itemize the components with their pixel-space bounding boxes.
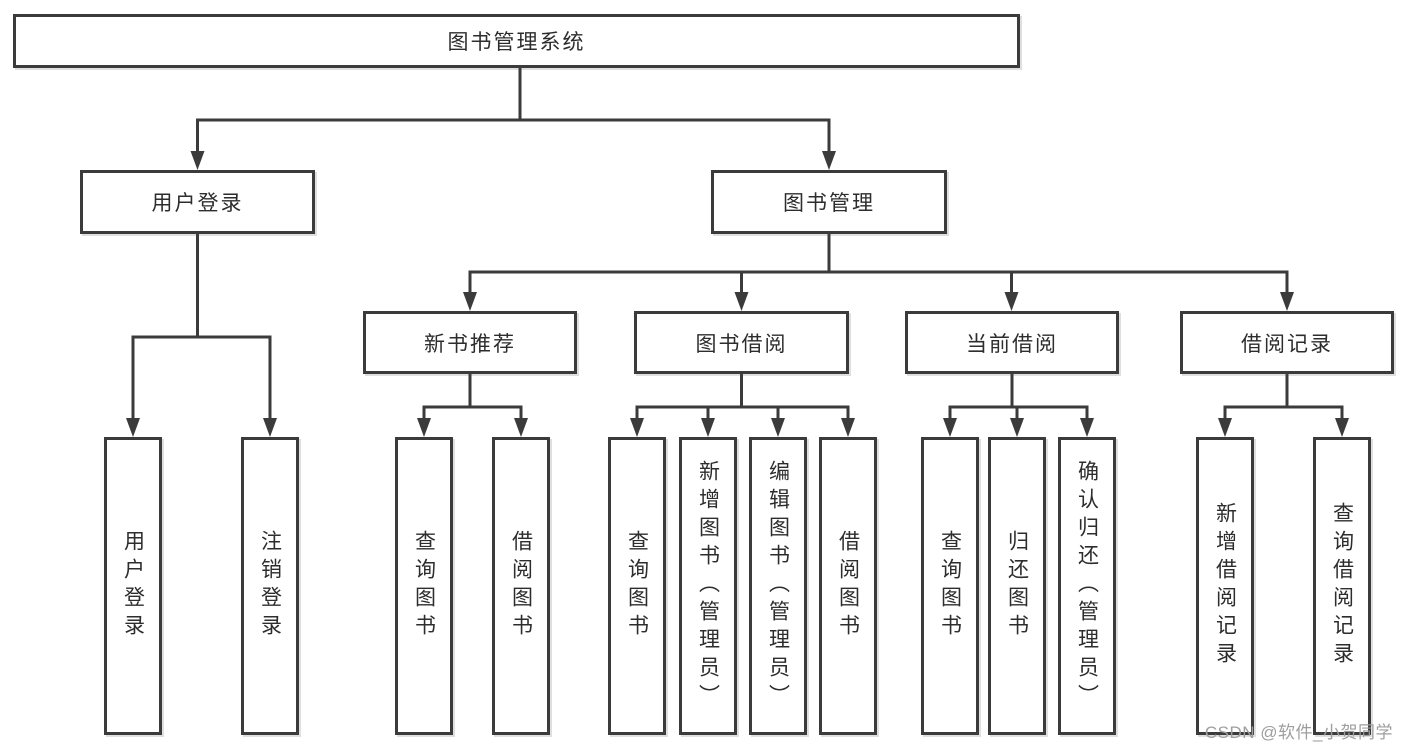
- node-leaf-edit-books-admin: 编辑图书（管理员）: [749, 437, 807, 735]
- node-label: 新增借阅记录: [1213, 502, 1237, 670]
- connector-root-to-level1: [190, 66, 836, 170]
- node-leaf-user-login: 用户登录: [104, 437, 162, 735]
- node-book-management-module: 图书管理: [711, 170, 947, 234]
- node-label: 图书管理系统: [447, 31, 586, 54]
- node-current-borrowing: 当前借阅: [905, 311, 1119, 374]
- node-user-login-module: 用户登录: [80, 170, 315, 234]
- node-label: 借阅图书: [836, 530, 860, 642]
- node-label: 查询图书: [938, 530, 962, 642]
- node-label: 归还图书: [1005, 530, 1029, 642]
- csdn-watermark: CSDN @软件_小贺同学: [1204, 723, 1393, 742]
- node-label: 查询图书: [625, 530, 649, 642]
- node-label: 借阅图书: [509, 530, 533, 642]
- node-leaf-add-borrow-record: 新增借阅记录: [1196, 437, 1254, 735]
- node-label: 查询图书: [412, 530, 436, 642]
- node-label: 确认归还（管理员）: [1075, 460, 1099, 712]
- node-label: 借阅记录: [1241, 332, 1333, 356]
- node-label: 用户登录: [151, 192, 244, 215]
- connector-borrow-records-to-leaves: [1218, 372, 1349, 437]
- node-new-book-recommend: 新书推荐: [363, 311, 577, 374]
- node-leaf-query-books-3: 查询图书: [921, 437, 979, 735]
- node-label: 用户登录: [121, 530, 145, 642]
- node-leaf-query-borrow-record: 查询借阅记录: [1313, 437, 1371, 735]
- connector-new-books-to-leaves: [417, 372, 528, 437]
- node-book-borrowing: 图书借阅: [634, 311, 849, 374]
- node-leaf-return-books: 归还图书: [988, 437, 1046, 735]
- node-library-management-system: 图书管理系统: [13, 14, 1020, 68]
- node-label: 当前借阅: [966, 332, 1058, 356]
- node-label: 新增图书（管理员）: [696, 460, 720, 712]
- node-label: 编辑图书（管理员）: [766, 460, 790, 712]
- node-leaf-confirm-return-admin: 确认归还（管理员）: [1058, 437, 1116, 735]
- node-leaf-borrow-books-2: 借阅图书: [819, 437, 877, 735]
- node-label: 新书推荐: [424, 332, 516, 356]
- connector-book-borrow-to-leaves: [630, 372, 855, 437]
- node-leaf-query-books-2: 查询图书: [608, 437, 666, 735]
- node-leaf-borrow-books-1: 借阅图书: [492, 437, 550, 735]
- connector-current-borrow-to-leaves: [943, 372, 1094, 437]
- node-borrow-records: 借阅记录: [1180, 311, 1394, 374]
- node-label: 查询借阅记录: [1330, 502, 1354, 670]
- node-label: 注销登录: [258, 530, 282, 642]
- node-label: 图书管理: [783, 192, 875, 215]
- node-leaf-query-books-1: 查询图书: [395, 437, 453, 735]
- connector-user-login-to-leaves: [126, 232, 277, 437]
- node-leaf-add-books-admin: 新增图书（管理员）: [679, 437, 737, 735]
- node-leaf-logout: 注销登录: [241, 437, 299, 735]
- node-label: 图书借阅: [695, 332, 788, 356]
- connector-book-management-to-level2: [463, 232, 1294, 311]
